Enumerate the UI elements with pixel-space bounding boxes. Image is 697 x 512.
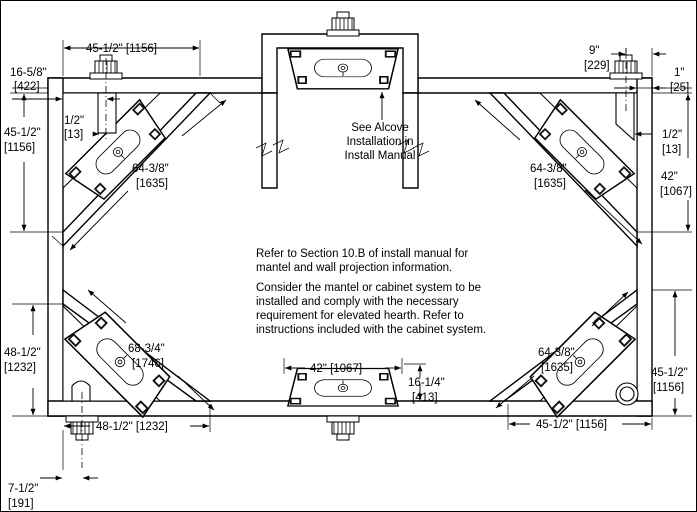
dim-bottom-right-width: 45-1/2" [1156] <box>536 419 607 431</box>
dim-top-right-9-a: 9" <box>589 45 599 57</box>
dim-bottom-center-depth-b: [413] <box>412 392 438 404</box>
dim-left-depth-a: 45-1/2" <box>4 127 41 139</box>
dim-bottom-center-depth-a: 16-1/4" <box>408 377 445 389</box>
note-alcove-line-2: Installation in <box>346 136 413 148</box>
dim-top-right-clear-b: [13] <box>662 144 681 156</box>
fireplace-unit-top-center <box>287 48 399 90</box>
dim-top-left-offset-b: [422] <box>14 81 40 93</box>
dim-right-depth-a: 42" <box>661 171 678 183</box>
dim-top-right-1-b: [25] <box>670 82 689 94</box>
note-section-line-1: Refer to Section 10.B of install manual … <box>256 248 468 260</box>
dim-bottom-right-diag-b: [1635] <box>541 362 573 374</box>
dim-top-left-diag-b: [1635] <box>136 178 168 190</box>
dim-left-depth-b: [1156] <box>4 142 35 154</box>
note-cabinet-line-2: installed and comply with the necessary <box>256 296 459 308</box>
dim-top-left-clear-b: [13] <box>64 129 83 141</box>
notes: See Alcove Installation in Install Manua… <box>256 122 486 336</box>
note-alcove-line-3: Install Manual <box>345 150 416 162</box>
dim-top-left-diag-a: 64-3/8" <box>132 163 169 175</box>
dim-top-left-clear-a: 1/2" <box>64 115 84 127</box>
dim-bottom-left-diag-a: 68-3/4" <box>128 343 165 355</box>
dim-bottom-left-offset-a: 7-1/2" <box>8 483 38 495</box>
dim-top-right-9-b: [229] <box>584 60 610 72</box>
note-section-line-2: mantel and wall projection information. <box>256 262 452 274</box>
note-cabinet-line-3: requirement for elevated hearth. Refer t… <box>256 310 464 322</box>
dimension-labels: 45-1/2" [1156] 16-5/8" [422] 1/2" [13] 4… <box>4 43 692 510</box>
dim-top-left-offset-a: 16-5/8" <box>10 67 47 79</box>
dim-bottom-left-width: 48-1/2" [1232] <box>96 421 168 433</box>
dim-bottom-left-offset-b: [191] <box>8 498 34 510</box>
note-alcove-line-1: See Alcove <box>351 122 409 134</box>
vent-termination-caps <box>65 11 643 441</box>
dim-bottom-left-depth-b: [1232] <box>4 362 36 374</box>
dim-top-right-diag-b: [1635] <box>534 178 566 190</box>
dim-top-right-1-a: 1" <box>674 67 684 79</box>
dim-bottom-left-depth-a: 48-1/2" <box>4 347 41 359</box>
dim-top-right-clear-a: 1/2" <box>662 129 682 141</box>
dim-top-left-width: 45-1/2" [1156] <box>86 43 157 55</box>
dim-top-right-diag-a: 64-3/8" <box>530 163 567 175</box>
dim-bottom-right-depth-b: [1156] <box>653 382 684 394</box>
dim-bottom-right-depth-a: 45-1/2" <box>651 367 688 379</box>
centerlines <box>81 48 627 468</box>
dim-bottom-left-diag-b: [1746] <box>132 358 164 370</box>
dimension-lines <box>10 40 692 481</box>
dim-right-depth-b: [1067] <box>660 186 692 198</box>
dim-bottom-center-width: 42" [1067] <box>310 363 362 375</box>
note-cabinet-line-1: Consider the mantel or cabinet system to… <box>256 282 481 294</box>
note-cabinet-line-4: instructions included with the cabinet s… <box>256 324 486 336</box>
dim-bottom-right-diag-a: 64-3/8" <box>538 347 575 359</box>
